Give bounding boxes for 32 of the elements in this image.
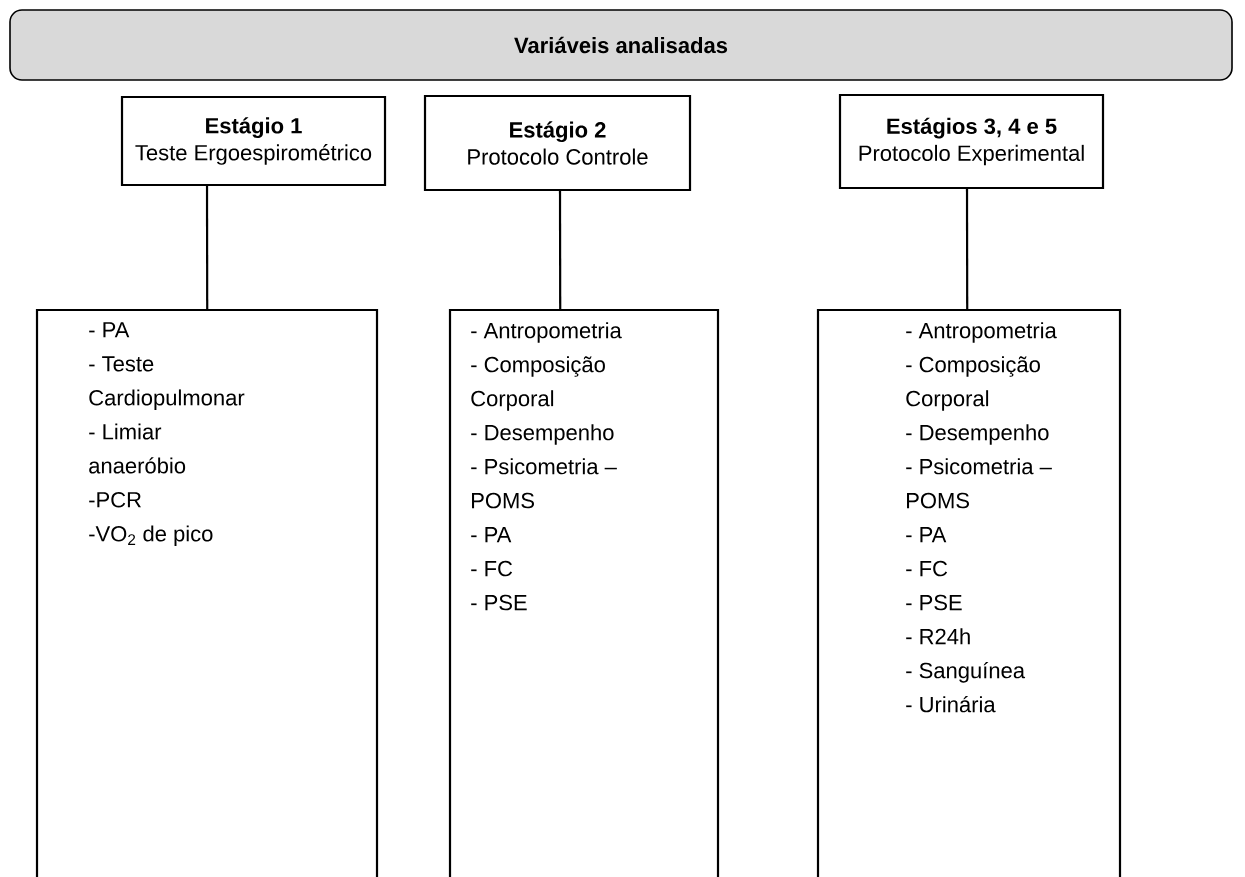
list-item: - Composição Corporal [471, 356, 605, 411]
connector-line [965, 189, 969, 310]
list-item: - Antropometria [906, 322, 1057, 343]
list-item: - FC [471, 560, 513, 577]
title-bar: Variáveis analisadas [9, 9, 1233, 81]
stage-box: Estágio 1 Teste Ergoespirométrico [120, 95, 387, 187]
list-item: - PSE [471, 594, 527, 611]
stage-box: Estágio 2 Protocolo Controle [423, 94, 692, 192]
list-box [448, 308, 720, 877]
list-item: - R24h [906, 628, 970, 645]
connector-line [558, 191, 562, 310]
list-item: - Desempenho [906, 424, 1049, 445]
list-item: - Urinária [906, 695, 996, 713]
list-item: - Sanguínea [906, 661, 1026, 683]
list-item: - FC [906, 560, 948, 577]
list-item: - Limiar anaeróbio [89, 423, 186, 474]
list-item: - PSE [906, 594, 962, 611]
list-item: - PA [471, 527, 512, 543]
list-item: - Antropometria [471, 322, 622, 343]
list-box [35, 308, 379, 877]
list-item: -PCR [89, 491, 141, 508]
list-box [816, 308, 1122, 877]
list-item: -VO$_{2}$ de pico [89, 525, 213, 546]
stage-box: Estágios 3, 4 e 5 Protocolo Experimental [838, 93, 1105, 190]
list-item: - Teste Cardiopulmonar [89, 356, 245, 410]
list-item: - Psicometria – POMS [471, 458, 617, 509]
connector-line [205, 186, 209, 310]
list-item: - Desempenho [471, 424, 614, 445]
list-item: - PA [89, 322, 130, 338]
list-item: - Psicometria – POMS [906, 458, 1052, 509]
list-item: - Composição Corporal [906, 356, 1040, 411]
list-item: - PA [906, 527, 947, 543]
